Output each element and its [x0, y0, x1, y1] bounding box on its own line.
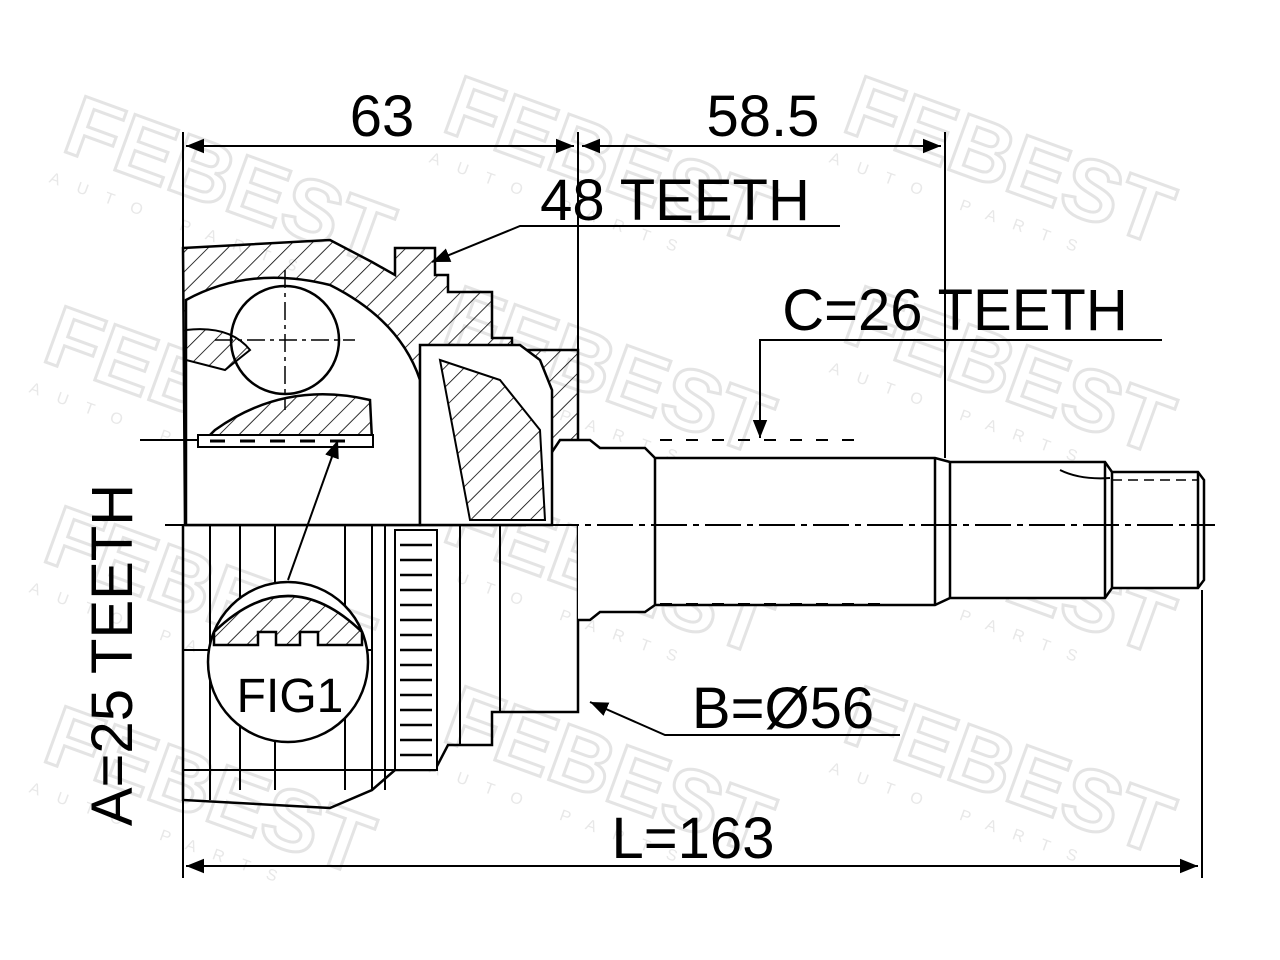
fig1-label: FIG1	[237, 670, 344, 723]
output-shaft	[578, 438, 1206, 622]
abs-ring	[394, 529, 438, 771]
watermark-brand: FEBEST	[834, 668, 1186, 874]
dimension-lines	[182, 132, 1203, 878]
cage-section	[185, 328, 252, 372]
outer-spline-label: 48 TEETH	[540, 168, 810, 233]
fig1-detail	[206, 439, 370, 744]
watermark-brand: FEBEST	[834, 58, 1186, 264]
outer-spline-leader	[431, 225, 840, 263]
stub-spline-leader	[752, 339, 1162, 438]
total-length-label: L=163	[612, 806, 775, 871]
dimension-63-label: 63	[350, 84, 415, 149]
seal-diameter-leader	[589, 701, 900, 736]
label-leaders	[431, 225, 1162, 736]
bell-neck-section	[438, 358, 547, 521]
dimension-58-5-label: 58.5	[707, 84, 820, 149]
stub-spline-label: C=26 TEETH	[782, 278, 1127, 343]
fig1-leader	[287, 439, 339, 581]
dimension-labels: 63 58.5 48 TEETH C=26 TEETH B=Ø56 L=163 …	[80, 84, 1128, 871]
shaft-outline	[578, 438, 1206, 622]
fig1-spline-section	[212, 594, 364, 647]
inner-race-section	[201, 393, 374, 442]
seal-diameter-label: B=Ø56	[692, 676, 874, 741]
inner-spline-label: A=25 TEETH	[80, 484, 145, 826]
